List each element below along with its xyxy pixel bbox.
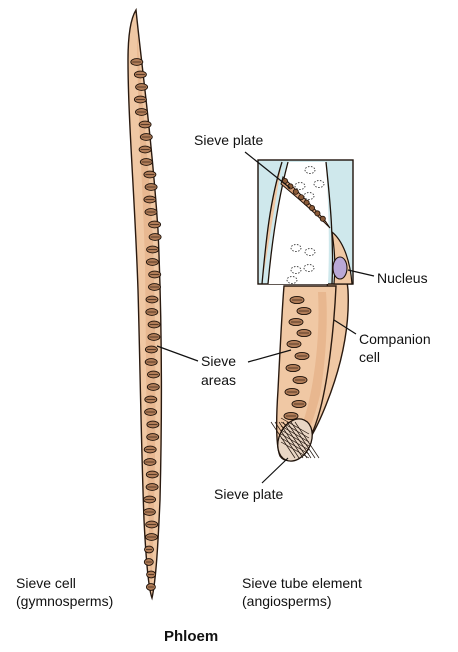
inset-plate-pore	[320, 216, 325, 221]
caption-left-line1: Sieve cell	[16, 575, 76, 591]
inset-plate-pore	[315, 211, 320, 216]
inset-plate-pore	[304, 200, 309, 205]
sieve-plate-inset	[258, 160, 353, 284]
inset-plate-pore	[309, 205, 314, 210]
label-nucleus: Nucleus	[377, 270, 428, 286]
label-sieve-areas-line1: Sieve	[201, 353, 236, 369]
sieve-tube-element	[258, 160, 353, 467]
label-companion-cell-line2: cell	[359, 349, 380, 365]
caption-right-line1: Sieve tube element	[242, 575, 362, 591]
leader-sieve-plate-bottom	[262, 458, 288, 483]
caption-left-line2: (gymnosperms)	[16, 593, 113, 609]
label-sieve-areas-line2: areas	[201, 372, 236, 388]
label-companion-cell-line1: Companion	[359, 331, 431, 347]
inset-plate-pore	[299, 195, 304, 200]
label-sieve-plate-top: Sieve plate	[194, 132, 263, 148]
label-sieve-plate-bottom: Sieve plate	[214, 486, 283, 502]
inset-plate-pore	[293, 189, 298, 194]
nucleus-shape	[333, 257, 347, 279]
leader-sieve-areas-left	[157, 346, 198, 361]
caption-right-line2: (angiosperms)	[242, 593, 331, 609]
sieve-cell-gymnosperm	[128, 10, 161, 598]
figure-title: Phloem	[164, 628, 218, 645]
